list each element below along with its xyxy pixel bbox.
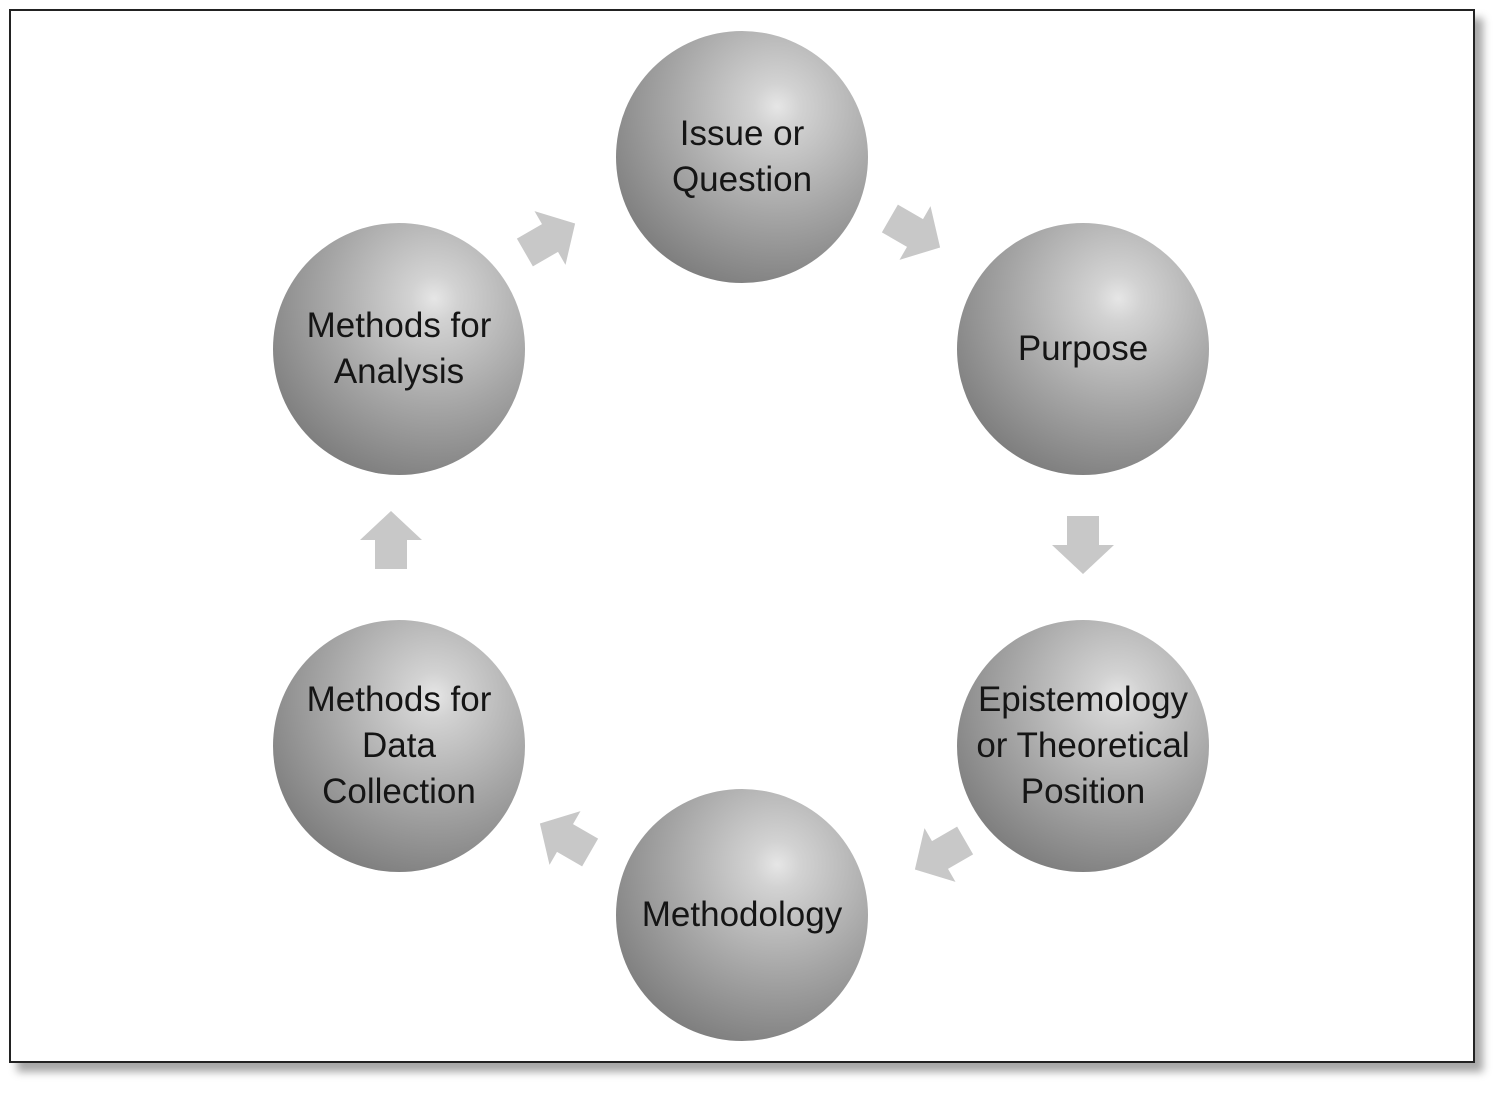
arrow-icon-analysis-to-issue [516,211,576,267]
node-sphere-purpose [957,223,1209,475]
node-sphere-issue [616,31,868,283]
node-label-line: Question [671,160,813,199]
arrow-icon-data-collection-to-analysis [360,511,422,569]
node-label-line: Epistemology [977,680,1189,719]
node-sphere-methodology [616,789,868,1041]
node-label-line: Collection [322,772,476,811]
node-label-purpose: Purpose [963,326,1203,372]
node-label-line: Purpose [1017,329,1149,368]
node-label-line: Methods for [306,680,492,719]
arrow-icon-purpose-to-epistemology [1052,516,1114,574]
arrow-icon-methodology-to-data-collection [539,811,599,867]
node-label-line: Position [1020,772,1146,811]
node-label-line: Methodology [641,895,843,934]
node-label-line: or Theoretical [976,726,1190,765]
node-sphere-data-collection [273,620,525,872]
node-label-line: Analysis [333,352,465,391]
node-label-line: Issue or [679,114,805,153]
node-sphere-epistemology [957,620,1209,872]
node-label-line: Methods for [306,306,492,345]
node-label-issue: Issue or Question [622,111,862,203]
node-label-methodology: Methodology [622,892,862,938]
node-sphere-analysis [273,223,525,475]
arrow-icon-issue-to-purpose [881,204,941,260]
arrow-icon-epistemology-to-methodology [914,826,974,882]
node-label-line: Data [362,726,436,765]
